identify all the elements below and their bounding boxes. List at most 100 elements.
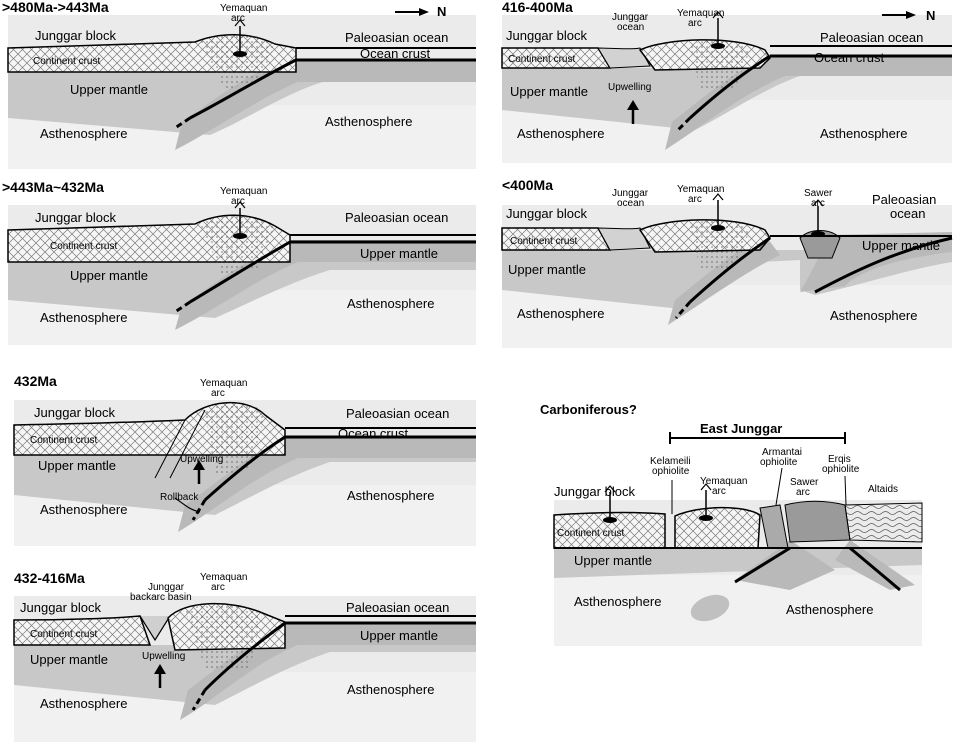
panel-before-400ma: <400Ma Junggar block Junggar ocean Yemaq… bbox=[501, 177, 953, 348]
asthenosphere-right-label: Asthenosphere bbox=[820, 126, 907, 141]
basin-label-line1: Junggar bbox=[148, 582, 185, 593]
slab-left bbox=[735, 540, 835, 590]
arc-plutonics bbox=[200, 215, 275, 275]
arc-label-line1: Yemaquan bbox=[220, 3, 267, 14]
arc-label-line2: arc bbox=[211, 388, 225, 399]
upwelling-label: Upwelling bbox=[142, 651, 185, 662]
continent-crust-arc bbox=[674, 506, 761, 549]
junggar-block-label: Junggar block bbox=[506, 28, 587, 43]
panel-480-443ma: >480Ma->443Ma N Junggar block Yemaquan a… bbox=[2, 0, 476, 169]
ocean-label: Paleoasian ocean bbox=[346, 406, 449, 421]
junggar-block-label: Junggar block bbox=[506, 206, 587, 221]
subduction-dashed bbox=[191, 689, 207, 711]
panel-carboniferous: Carboniferous? East Junggar Kelameili op… bbox=[540, 402, 923, 646]
upper-mantle-label: Upper mantle bbox=[574, 553, 652, 568]
stage-label: Carboniferous? bbox=[540, 402, 637, 417]
upper-mantle-label: Upper mantle bbox=[510, 84, 588, 99]
asthenosphere-left-label: Asthenosphere bbox=[517, 306, 604, 321]
arc-plutonics bbox=[690, 220, 750, 270]
kelameili-label-line1: Kelameili bbox=[650, 456, 691, 467]
arc-label-line2: arc bbox=[688, 18, 702, 29]
armantai-leader bbox=[775, 467, 783, 506]
east-junggar-label: East Junggar bbox=[700, 421, 782, 436]
subduction-zone bbox=[189, 58, 297, 120]
ocean-label-line1: Paleoasian bbox=[872, 192, 936, 207]
stage-label: <400Ma bbox=[502, 177, 553, 193]
arc-label-line1: Yemaquan bbox=[700, 476, 747, 487]
sawer-label-line1: Sawer bbox=[804, 188, 833, 199]
ocean-crust-label: Ocean crust bbox=[338, 426, 408, 441]
ocean-crust-label: Ocean crust bbox=[360, 46, 430, 61]
sawer-arc-body bbox=[799, 230, 841, 259]
asthenosphere-layer bbox=[554, 575, 922, 646]
arc-label-line1: Yemaquan bbox=[200, 378, 247, 389]
stage-label: >443Ma~432Ma bbox=[2, 179, 104, 195]
rift-fault bbox=[154, 409, 206, 479]
asthenosphere-right-label: Asthenosphere bbox=[830, 308, 917, 323]
crust-label: Continent crust bbox=[50, 241, 117, 252]
arc-label-line2: arc bbox=[211, 582, 225, 593]
asthenosphere-left-label: Asthenosphere bbox=[574, 594, 661, 609]
subduction-zone bbox=[203, 621, 286, 692]
asthenosphere-right-label: Asthenosphere bbox=[786, 602, 873, 617]
upper-mantle-layer bbox=[554, 548, 922, 578]
subduction-zone-left bbox=[734, 546, 791, 584]
asthenosphere-left-label: Asthenosphere bbox=[40, 502, 127, 517]
junggar-block-label: Junggar block bbox=[34, 405, 115, 420]
subduction-zone bbox=[688, 54, 771, 120]
asthenosphere-left-label: Asthenosphere bbox=[517, 126, 604, 141]
panel-443-432ma: >443Ma~432Ma Junggar block Yemaquan arc … bbox=[2, 179, 476, 345]
stage-label: 432-416Ma bbox=[14, 570, 85, 586]
arc-label-line2: arc bbox=[231, 13, 245, 24]
asthenosphere-right-label: Asthenosphere bbox=[347, 488, 434, 503]
arc-label-line1: Yemaquan bbox=[677, 8, 724, 19]
subduction-zone bbox=[189, 240, 291, 304]
arc-plutonics bbox=[690, 40, 750, 90]
armantai-label-line1: Armantai bbox=[762, 447, 802, 458]
crust-label: Continent crust bbox=[30, 629, 97, 640]
asthenosphere-right-label: Asthenosphere bbox=[347, 296, 434, 311]
north-label: N bbox=[926, 8, 935, 23]
rollback-label: Rollback bbox=[160, 492, 199, 503]
crust-label: Continent crust bbox=[33, 56, 100, 67]
jocean-label-line2: ocean bbox=[617, 198, 644, 209]
ocean-label: Paleoasian ocean bbox=[346, 600, 449, 615]
arc-plutonics bbox=[200, 33, 275, 90]
continent-crust-left bbox=[13, 615, 152, 646]
subduction-zone bbox=[203, 435, 286, 502]
stage-label: >480Ma->443Ma bbox=[2, 0, 109, 15]
subduction-dashed bbox=[174, 116, 191, 130]
altaids-body bbox=[844, 502, 923, 543]
subduction-zone-right bbox=[849, 546, 901, 592]
asthenosphere-right-label: Asthenosphere bbox=[347, 682, 434, 697]
rollback-arrow bbox=[174, 497, 201, 513]
jocean-label-line1: Junggar bbox=[612, 188, 649, 199]
upper-mantle-left-label: Upper mantle bbox=[70, 268, 148, 283]
crust-label: Continent crust bbox=[30, 435, 97, 446]
upwelling-label: Upwelling bbox=[608, 82, 651, 93]
upper-mantle-left-label: Upper mantle bbox=[508, 262, 586, 277]
junggar-ocean-basin bbox=[597, 227, 651, 251]
ocean-label: Paleoasian ocean bbox=[345, 210, 448, 225]
asthenosphere-left-label: Asthenosphere bbox=[40, 696, 127, 711]
upper-mantle-label: Upper mantle bbox=[70, 82, 148, 97]
crust-label: Continent crust bbox=[510, 236, 577, 247]
continent-crust-left bbox=[553, 511, 666, 549]
upper-mantle-right-label: Upper mantle bbox=[862, 238, 940, 253]
asthenosphere-right-label: Asthenosphere bbox=[325, 114, 412, 129]
sawer-label-line2: arc bbox=[796, 487, 810, 498]
ocean-label-line2: ocean bbox=[890, 206, 925, 221]
upper-mantle-right-label: Upper mantle bbox=[360, 628, 438, 643]
jocean-label-line2: ocean bbox=[617, 22, 644, 33]
arc-label-line2: arc bbox=[688, 194, 702, 205]
backarc-basin bbox=[139, 615, 171, 642]
altaids-label: Altaids bbox=[868, 484, 898, 495]
kelameili-label-line2: ophiolite bbox=[652, 466, 690, 477]
junggar-block-label: Junggar block bbox=[35, 210, 116, 225]
north-arrow-icon bbox=[394, 7, 430, 17]
erqis-label-line1: Erqis bbox=[828, 454, 851, 465]
erqis-label-line2: ophiolite bbox=[822, 464, 860, 475]
upper-mantle-left-label: Upper mantle bbox=[30, 652, 108, 667]
junggar-block-label: Junggar block bbox=[554, 484, 635, 499]
